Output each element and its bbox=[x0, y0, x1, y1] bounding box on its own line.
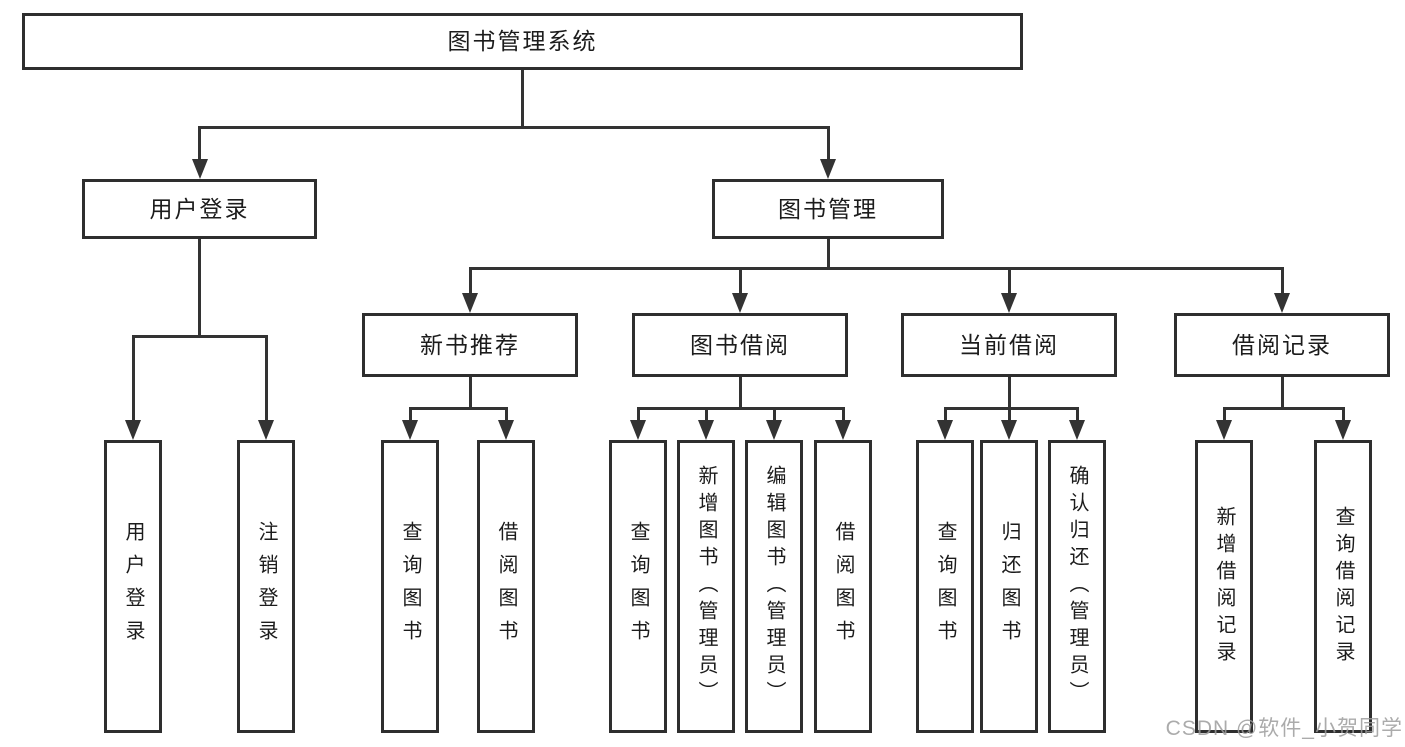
connector-drop bbox=[1280, 268, 1284, 297]
node-book-borrow: 图书借阅 bbox=[632, 313, 848, 377]
node-leaf-query-book-3: 查询图书 bbox=[916, 440, 974, 733]
connector-stem bbox=[468, 377, 472, 408]
connector-drop bbox=[1007, 408, 1011, 424]
node-leaf-confirm-return: 确认归还（管理员） bbox=[1048, 440, 1106, 733]
connector-branch bbox=[131, 334, 268, 338]
connector-drop bbox=[198, 127, 201, 163]
connector-drop bbox=[264, 336, 268, 424]
connector-drop bbox=[826, 127, 830, 163]
connector-branch bbox=[943, 406, 1079, 410]
connector-drop bbox=[841, 408, 845, 424]
connector-stem bbox=[198, 239, 201, 336]
arrow-down-icon bbox=[1216, 420, 1232, 440]
connector-drop bbox=[636, 408, 640, 424]
arrow-down-icon bbox=[698, 420, 714, 440]
node-user-login: 用户登录 bbox=[82, 179, 317, 239]
node-leaf-query-book-2: 查询图书 bbox=[609, 440, 667, 733]
arrow-down-icon bbox=[937, 420, 953, 440]
connector-drop bbox=[738, 268, 742, 297]
connector-stem bbox=[1280, 377, 1284, 408]
node-leaf-user-login: 用户登录 bbox=[104, 440, 162, 733]
connector-drop bbox=[1341, 408, 1345, 424]
connector-drop bbox=[704, 408, 708, 424]
arrow-down-icon bbox=[820, 159, 836, 179]
arrow-down-icon bbox=[1335, 420, 1351, 440]
node-root: 图书管理系统 bbox=[22, 13, 1023, 70]
node-leaf-add-book: 新增图书（管理员） bbox=[677, 440, 735, 733]
node-leaf-borrow-book-1: 借阅图书 bbox=[477, 440, 535, 733]
csdn-watermark: CSDN @软件_小贺同学 bbox=[1165, 717, 1403, 740]
connector-drop bbox=[408, 408, 412, 424]
connector-branch bbox=[408, 406, 508, 410]
connector-drop bbox=[131, 336, 135, 424]
connector-branch bbox=[1222, 406, 1345, 410]
node-leaf-return-book: 归还图书 bbox=[980, 440, 1038, 733]
arrow-down-icon bbox=[732, 293, 748, 313]
arrow-down-icon bbox=[462, 293, 478, 313]
node-book-mgmt: 图书管理 bbox=[712, 179, 944, 239]
connector-stem bbox=[826, 239, 830, 268]
arrow-down-icon bbox=[402, 420, 418, 440]
connector-stem bbox=[521, 70, 524, 127]
node-leaf-add-record: 新增借阅记录 bbox=[1195, 440, 1253, 733]
connector-stem bbox=[1007, 377, 1011, 408]
arrow-down-icon bbox=[1001, 420, 1017, 440]
connector-drop bbox=[1007, 268, 1011, 297]
connector-drop bbox=[1075, 408, 1079, 424]
arrow-down-icon bbox=[630, 420, 646, 440]
connector-drop bbox=[468, 268, 472, 297]
arrow-down-icon bbox=[191, 159, 208, 179]
node-leaf-borrow-book-2: 借阅图书 bbox=[814, 440, 872, 733]
arrow-down-icon bbox=[258, 420, 274, 440]
connector-drop bbox=[1222, 408, 1226, 424]
node-leaf-edit-book: 编辑图书（管理员） bbox=[745, 440, 803, 733]
connector-drop bbox=[504, 408, 508, 424]
arrow-down-icon bbox=[1274, 293, 1290, 313]
arrow-down-icon bbox=[1001, 293, 1017, 313]
arrow-down-icon bbox=[498, 420, 514, 440]
connector-drop bbox=[943, 408, 947, 424]
node-borrow-record: 借阅记录 bbox=[1174, 313, 1390, 377]
connector-branch bbox=[198, 125, 830, 129]
node-leaf-query-book-1: 查询图书 bbox=[381, 440, 439, 733]
arrow-down-icon bbox=[835, 420, 851, 440]
arrow-down-icon bbox=[1069, 420, 1085, 440]
node-current-borrow: 当前借阅 bbox=[901, 313, 1117, 377]
connector-drop bbox=[772, 408, 776, 424]
arrow-down-icon bbox=[766, 420, 782, 440]
connector-branch bbox=[636, 406, 845, 410]
arrow-down-icon bbox=[125, 420, 141, 440]
node-leaf-logout: 注销登录 bbox=[237, 440, 295, 733]
connector-stem bbox=[738, 377, 742, 408]
node-new-book: 新书推荐 bbox=[362, 313, 578, 377]
node-leaf-query-record: 查询借阅记录 bbox=[1314, 440, 1372, 733]
connector-branch bbox=[468, 266, 1284, 270]
